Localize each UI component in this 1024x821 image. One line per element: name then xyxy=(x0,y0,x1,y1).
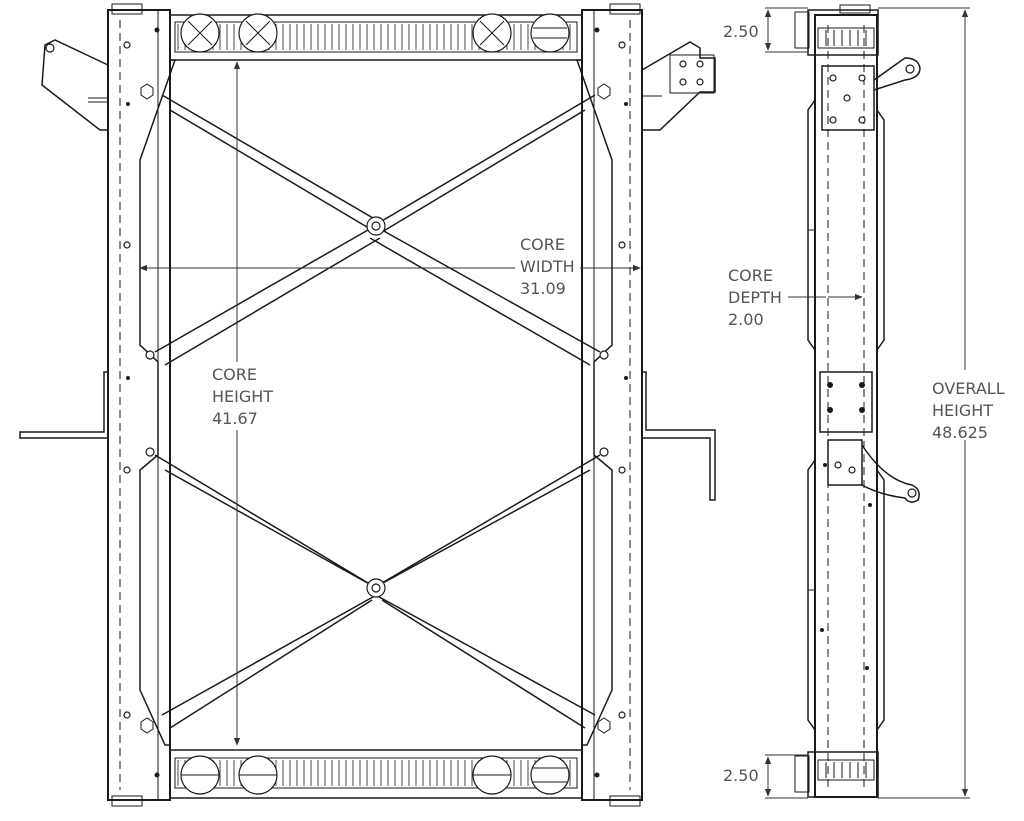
left-side-mount xyxy=(19,371,108,439)
top-tank-ports xyxy=(180,13,570,53)
top-tank-value: 2.50 xyxy=(723,22,759,41)
overall-height-label-1: OVERALL xyxy=(932,379,1005,398)
core-depth-label-1: CORE xyxy=(728,266,773,285)
side-view: 2.50 2.50 CORE DEPTH 2.00 OVERALL HEIGHT… xyxy=(723,4,1005,799)
side-body xyxy=(807,14,885,798)
core-height-value: 41.67 xyxy=(212,409,258,428)
top-tank-dimension: 2.50 xyxy=(723,7,808,53)
right-upper-bracket xyxy=(641,41,716,131)
core-depth-label-2: DEPTH xyxy=(728,288,782,307)
core-height-label-1: CORE xyxy=(212,365,257,384)
top-tank-fins xyxy=(177,24,578,50)
bottom-tank xyxy=(169,749,583,799)
overall-height-label-2: HEIGHT xyxy=(932,401,993,420)
side-bottom-tank xyxy=(794,751,879,798)
left-upper-bracket xyxy=(41,39,109,131)
front-view: CORE WIDTH 31.09 CORE HEIGHT 41.67 xyxy=(19,3,716,807)
brace-end-pins xyxy=(145,350,609,457)
right-side-mount xyxy=(642,371,716,501)
core-height-dimension: CORE HEIGHT 41.67 xyxy=(212,61,273,746)
upper-cross-braces xyxy=(154,94,601,366)
core-depth-value: 2.00 xyxy=(728,310,764,329)
top-tank xyxy=(169,13,583,61)
core-width-label-1: CORE xyxy=(520,235,565,254)
side-top-tank xyxy=(794,4,879,56)
side-lower-mount-plate xyxy=(819,371,920,503)
frame-inner-outline xyxy=(139,59,613,746)
core-width-label-2: WIDTH xyxy=(520,257,575,276)
side-fasteners xyxy=(820,463,872,670)
overall-height-value: 48.625 xyxy=(932,423,988,442)
bottom-tank-value: 2.50 xyxy=(723,766,759,785)
bottom-tank-dimension: 2.50 xyxy=(723,754,808,799)
core-height-label-2: HEIGHT xyxy=(212,387,273,406)
core-width-dimension: CORE WIDTH 31.09 xyxy=(139,235,641,298)
bottom-tank-fins xyxy=(177,760,578,786)
side-upper-mount-plate xyxy=(821,57,921,131)
left-side-rail xyxy=(107,3,171,807)
bottom-tank-ports xyxy=(180,755,570,795)
core-width-value: 31.09 xyxy=(520,279,566,298)
core-depth-dimension: CORE DEPTH 2.00 xyxy=(728,266,863,329)
overall-height-dimension: OVERALL HEIGHT 48.625 xyxy=(878,7,1005,799)
frame-fasteners xyxy=(123,27,628,778)
lower-cross-braces xyxy=(154,454,601,729)
